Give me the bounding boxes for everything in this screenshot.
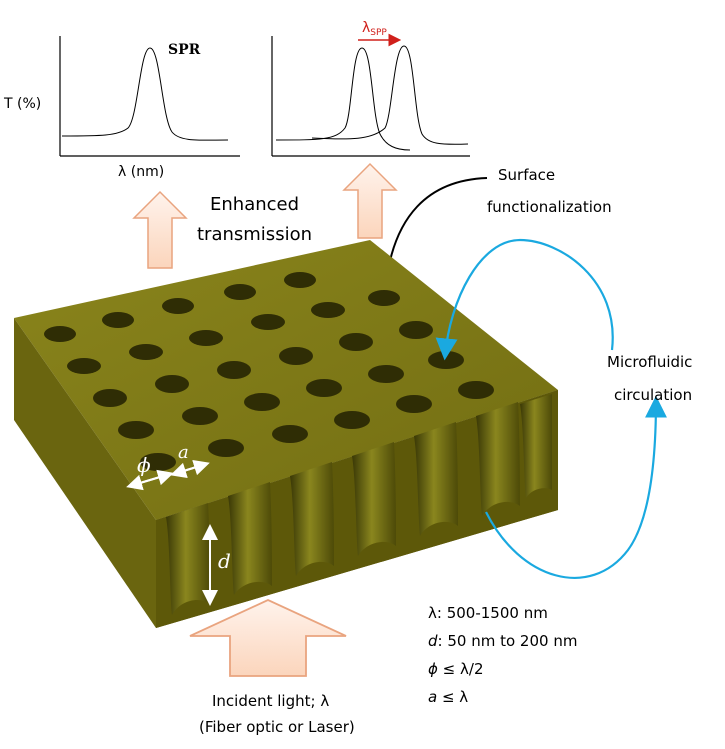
spr-transmission-curve — [61, 47, 229, 141]
microfluidic-label-line2: circulation — [614, 386, 692, 404]
hole — [244, 393, 280, 411]
hole — [272, 425, 308, 443]
spp-curve-after — [311, 45, 469, 145]
spp-shift-plot: λSPP — [271, 20, 470, 157]
plate-top-face — [14, 240, 558, 520]
plate-front-channels — [156, 390, 558, 628]
microfluidic-arrow-bottom — [485, 395, 667, 579]
incident-label-line1: Incident light; λ — [212, 692, 329, 710]
a-arrow-left — [170, 462, 207, 479]
surface-label-line2: functionalization — [487, 198, 612, 216]
hole — [44, 326, 76, 342]
param-d: d: 50 nm to 200 nm — [428, 632, 577, 650]
hole — [162, 298, 194, 314]
groove-2 — [228, 482, 272, 595]
hole — [140, 453, 176, 471]
groove-4 — [352, 442, 396, 556]
incident-light-arrow — [189, 599, 347, 677]
parameter-list: λ: 500-1500 nm d: 50 nm to 200 nm ϕ ≤ λ/… — [428, 604, 577, 706]
y-axis-label: T (%) — [3, 96, 41, 112]
hole-grid — [44, 272, 494, 471]
microfluidic-arrow-top — [435, 238, 614, 361]
a-dimension-label: a — [178, 442, 189, 463]
plate-left-face — [14, 318, 156, 628]
groove-7 — [520, 394, 552, 498]
hole — [279, 347, 313, 365]
hole — [189, 330, 223, 346]
groove-6 — [476, 402, 520, 516]
spr-plot-left: SPR T (%) λ (nm) — [3, 36, 240, 180]
hole — [458, 381, 494, 399]
enhanced-transmission-arrow-right — [342, 162, 398, 239]
nanohole-plate: ϕ a d — [14, 240, 558, 628]
hole — [339, 333, 373, 351]
hole — [399, 321, 433, 339]
param-phi: ϕ ≤ λ/2 — [428, 660, 484, 678]
hole — [129, 344, 163, 360]
hole — [396, 395, 432, 413]
groove-1 — [166, 503, 210, 615]
hole — [93, 389, 127, 407]
hole — [155, 375, 189, 393]
hole — [251, 314, 285, 330]
hole — [224, 284, 256, 300]
microfluidic-label-line1: Microfluidic — [607, 353, 692, 371]
enhanced-transmission-arrow-left — [132, 190, 188, 269]
hole — [67, 358, 101, 374]
hole — [368, 365, 404, 383]
microfluidic-loop: Microfluidic circulation — [435, 238, 692, 579]
phi-arrow-left — [126, 473, 171, 491]
param-a: a ≤ λ — [428, 688, 468, 706]
lambda-spp-label: λSPP — [362, 20, 387, 38]
x-axis-label: λ (nm) — [118, 164, 164, 180]
hole — [311, 302, 345, 318]
hole — [217, 361, 251, 379]
hole — [182, 407, 218, 425]
param-lambda: λ: 500-1500 nm — [428, 604, 548, 622]
spp-curve-before — [275, 47, 411, 151]
hole — [102, 312, 134, 328]
hole — [368, 290, 400, 306]
hole — [118, 421, 154, 439]
enhanced-label-line1: Enhanced — [210, 194, 299, 215]
hole — [208, 439, 244, 457]
hole — [334, 411, 370, 429]
hole — [306, 379, 342, 397]
phi-dimension-label: ϕ — [137, 453, 151, 477]
incident-label-line2: (Fiber optic or Laser) — [199, 718, 355, 736]
enhanced-label-line2: transmission — [197, 224, 312, 245]
spr-peak-label: SPR — [168, 42, 201, 58]
surface-label-line1: Surface — [498, 166, 555, 184]
groove-5 — [414, 422, 458, 536]
hole — [284, 272, 316, 288]
groove-3 — [290, 462, 334, 576]
d-dimension-label: d — [218, 549, 231, 573]
